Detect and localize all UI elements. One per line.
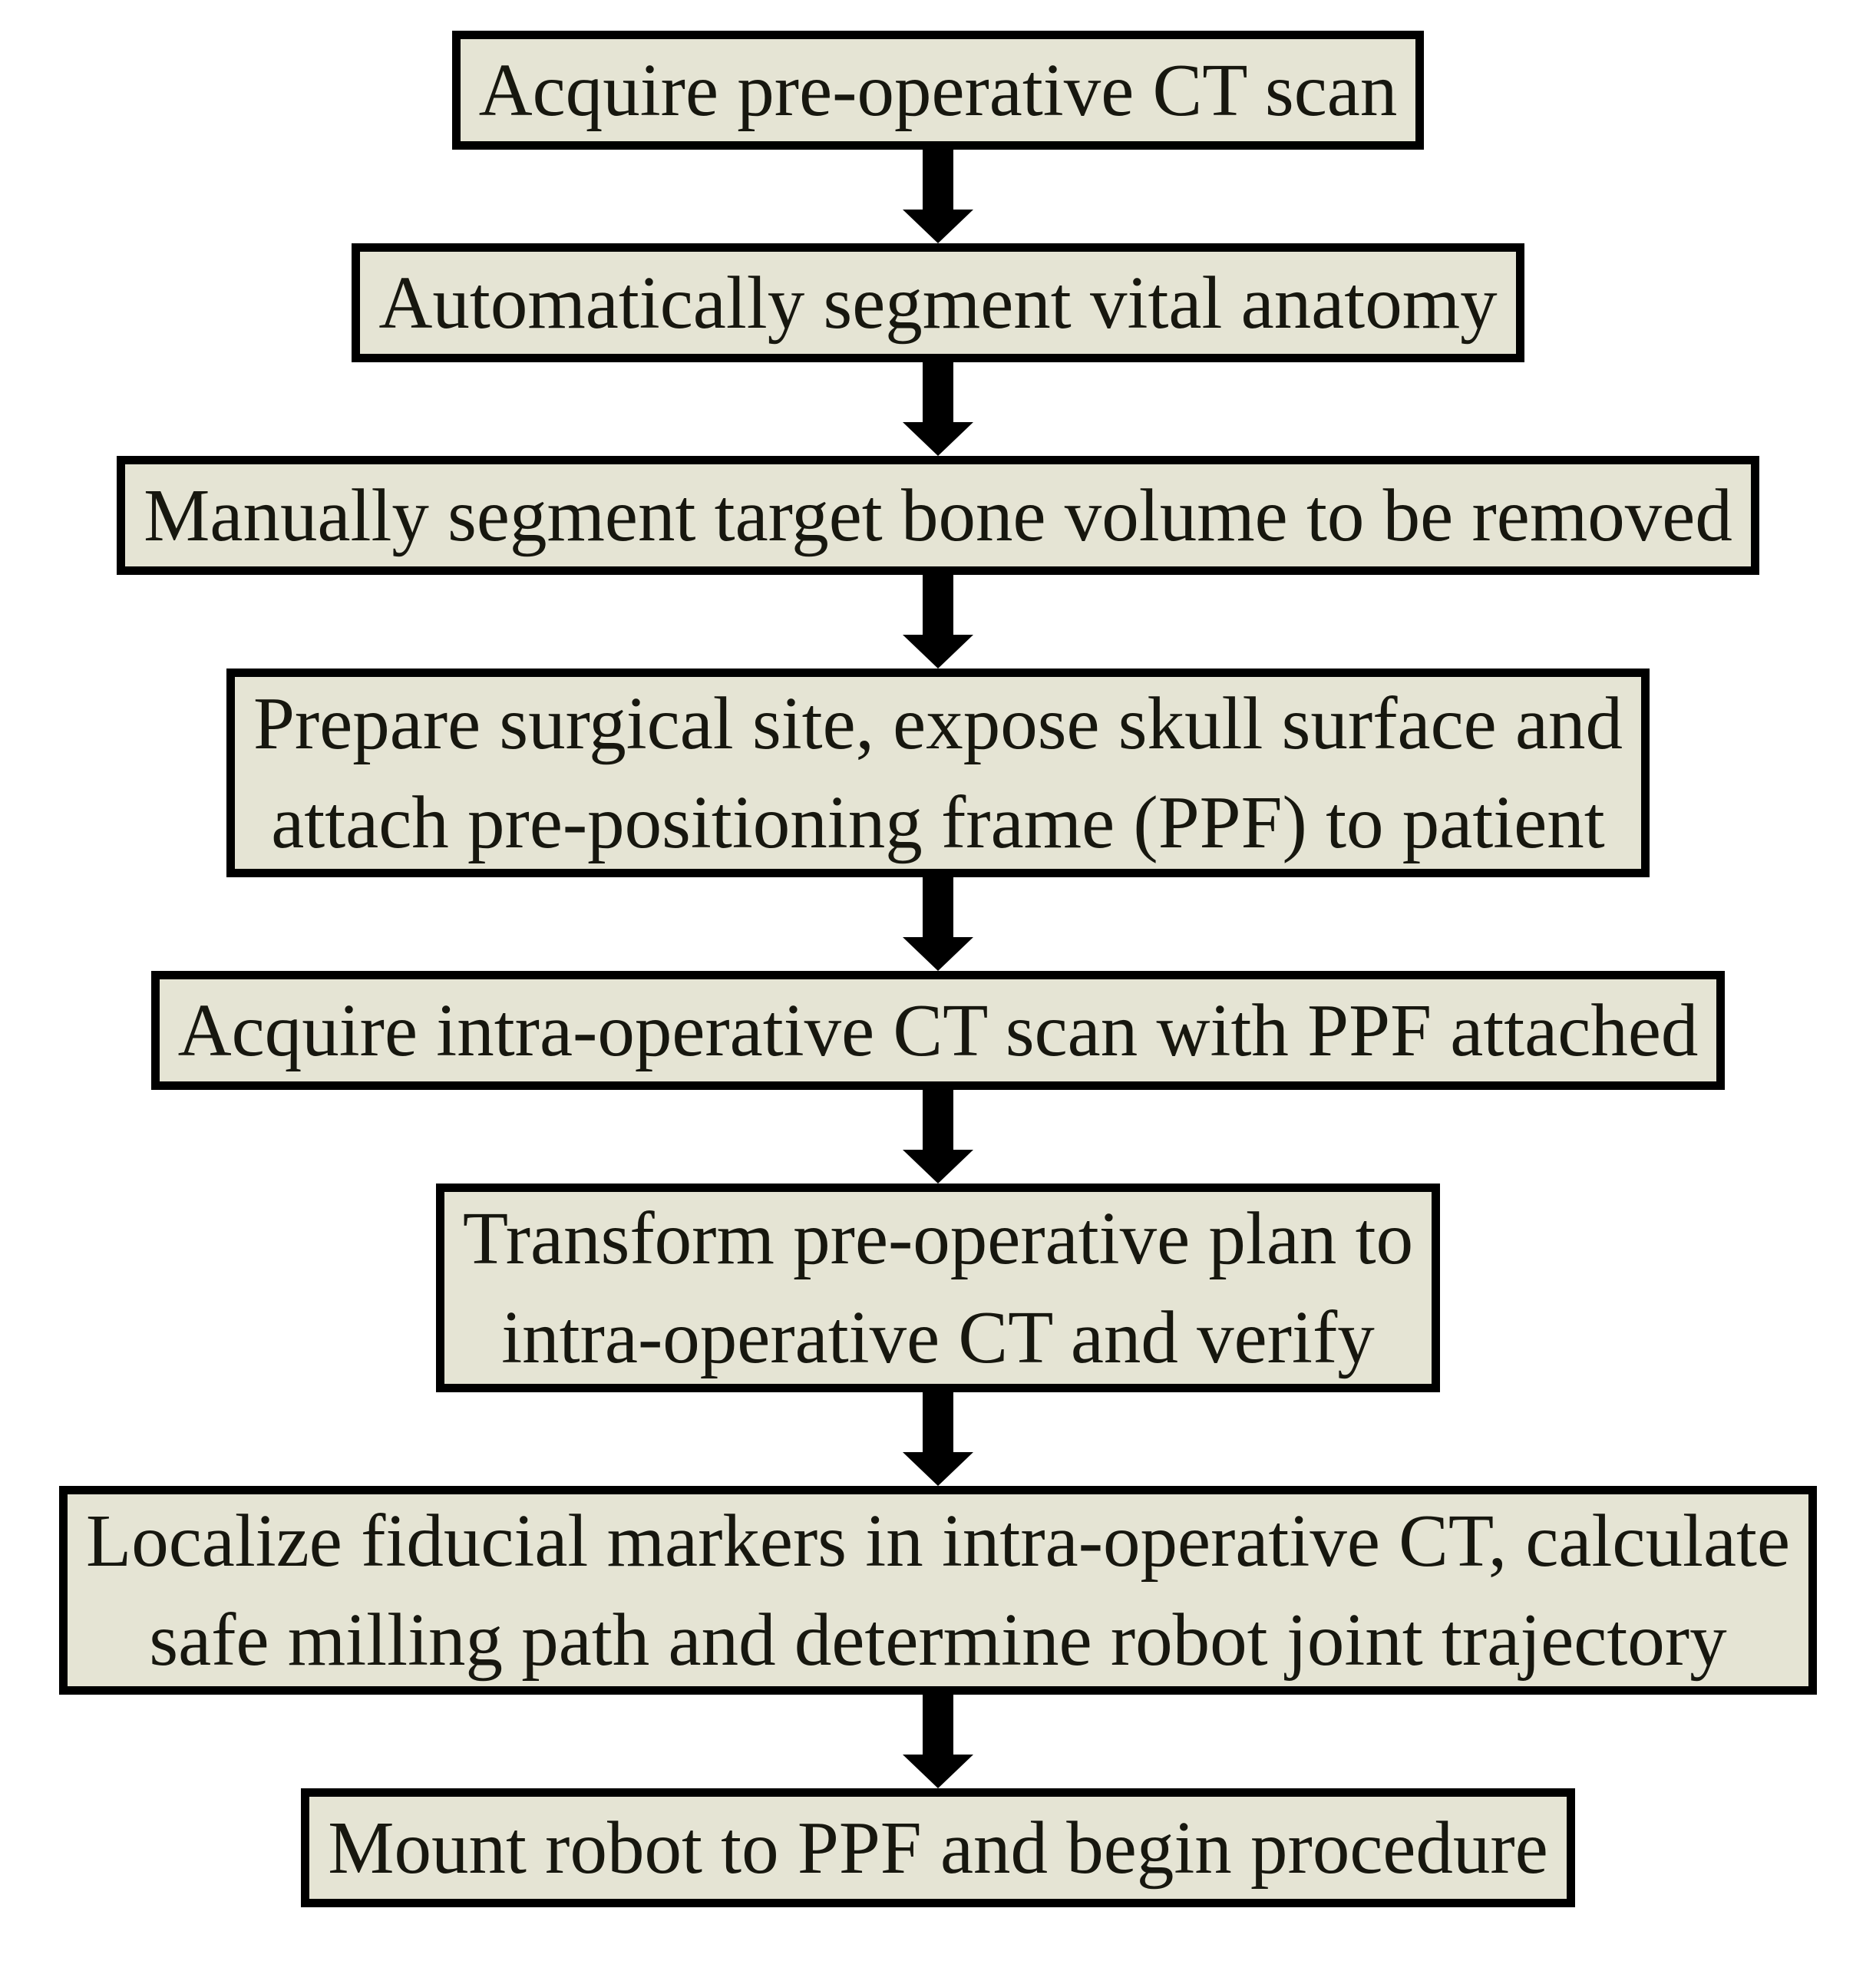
flow-step-localize-fiducials: Localize fiducial markers in intra-opera… xyxy=(58,1486,1817,1695)
flow-step-segment-vital-anatomy: Automatically segment vital anatomy xyxy=(352,243,1524,362)
down-arrow-icon xyxy=(903,362,973,456)
down-arrow-icon xyxy=(903,150,973,243)
flow-step-acquire-intraop-ct: Acquire intra-operative CT scan with PPF… xyxy=(150,971,1726,1090)
down-arrow-icon xyxy=(903,1392,973,1486)
down-arrow-icon xyxy=(903,575,973,669)
flow-step-prepare-site-attach-ppf: Prepare surgical site, expose skull surf… xyxy=(226,669,1650,877)
flow-step-segment-target-bone: Manually segment target bone volume to b… xyxy=(117,456,1759,575)
flow-step-transform-plan: Transform pre-operative plan to intra-op… xyxy=(435,1184,1441,1392)
down-arrow-icon xyxy=(903,1695,973,1788)
down-arrow-icon xyxy=(903,1090,973,1184)
down-arrow-icon xyxy=(903,877,973,971)
flow-step-mount-robot: Mount robot to PPF and begin procedure xyxy=(301,1788,1575,1907)
flow-step-acquire-preop-ct: Acquire pre-operative CT scan xyxy=(451,31,1425,150)
